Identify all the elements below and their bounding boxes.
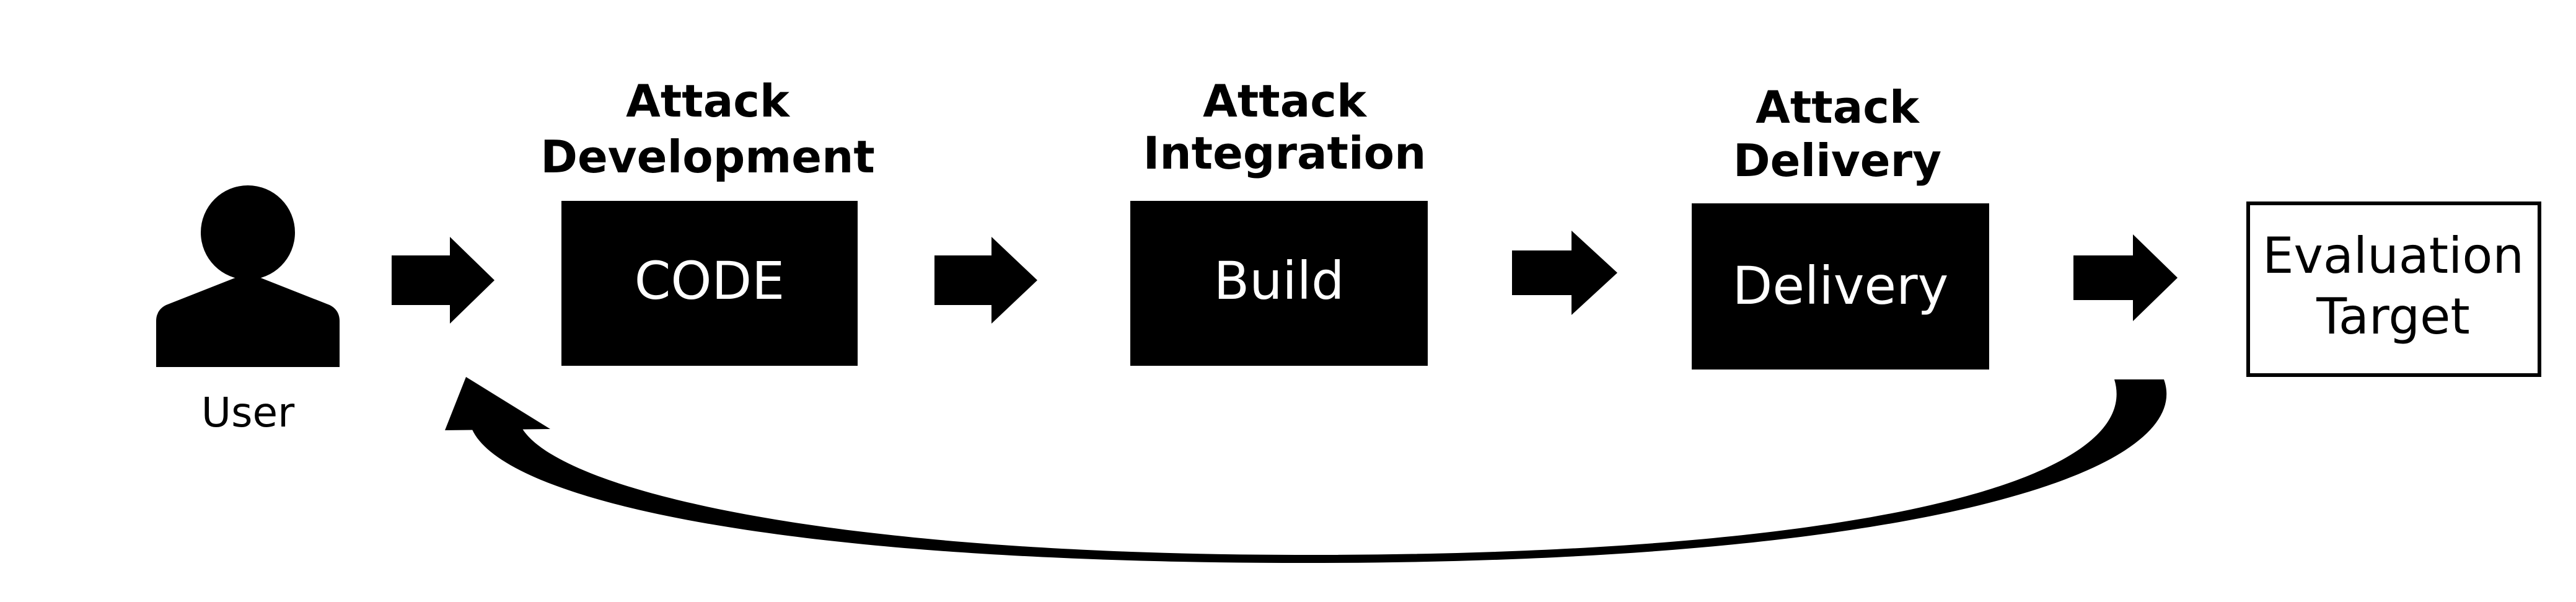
stage-box-label: Delivery bbox=[1733, 255, 1949, 316]
stage-box-label: Build bbox=[1214, 250, 1345, 311]
stage-title-line1: Attack bbox=[1756, 81, 1920, 133]
stage-title-line2: Integration bbox=[1143, 127, 1426, 179]
target-box bbox=[2246, 201, 2541, 377]
user-label: User bbox=[201, 389, 295, 436]
right-arrow-icon bbox=[392, 237, 495, 324]
right-arrow-icon bbox=[1512, 231, 1617, 315]
stage-title-line2: Delivery bbox=[1733, 135, 1941, 187]
stage-box bbox=[561, 201, 858, 366]
target-label-line1: Evaluation bbox=[2262, 227, 2524, 285]
stage-attack-development: Attack Development CODE bbox=[540, 75, 875, 366]
stage-box bbox=[1130, 201, 1428, 366]
evaluation-target: Evaluation Target bbox=[2246, 201, 2541, 377]
stage-title-line1: Attack bbox=[626, 75, 791, 127]
stage-attack-integration: Attack Integration Build bbox=[1130, 75, 1428, 366]
right-arrow-icon bbox=[2073, 234, 2178, 321]
curved-return-arrow-icon bbox=[445, 377, 2167, 563]
right-arrow-icon bbox=[934, 237, 1037, 324]
stage-box-label: CODE bbox=[635, 250, 785, 311]
stage-title-line2: Development bbox=[540, 131, 875, 183]
stage-box bbox=[1692, 203, 1989, 370]
stage-attack-delivery: Attack Delivery Delivery bbox=[1692, 81, 1989, 370]
user-icon bbox=[156, 185, 340, 367]
target-label-line2: Target bbox=[2316, 288, 2470, 345]
stage-title-line1: Attack bbox=[1203, 75, 1368, 127]
